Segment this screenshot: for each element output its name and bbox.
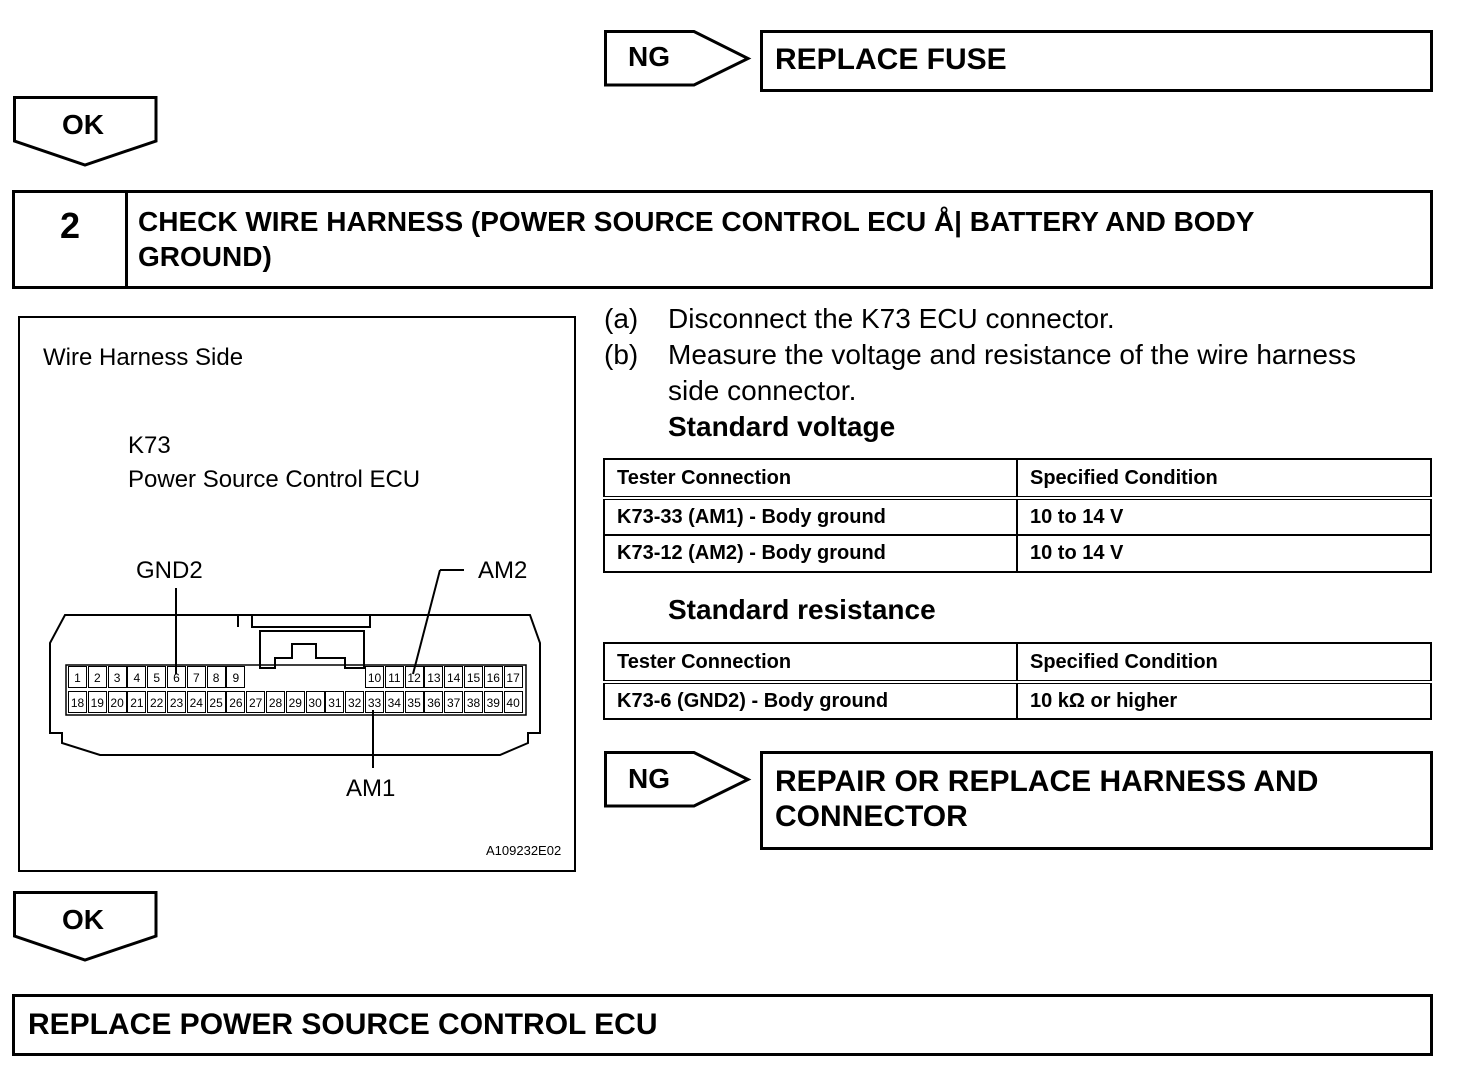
resistance-table: Tester Connection Specified Condition K7… — [603, 642, 1432, 720]
step-b-marker: (b) — [604, 339, 639, 370]
am1-label: AM1 — [346, 775, 396, 802]
step-header: 2 CHECK WIRE HARNESS (POWER SOURCE CONTR… — [12, 190, 1433, 289]
resistance-col-condition: Specified Condition — [1016, 642, 1432, 684]
diagram-code: A109232E02 — [486, 843, 562, 858]
pin-21: 21 — [127, 691, 147, 713]
pin-26: 26 — [226, 691, 246, 713]
resistance-row1-condition: 10 kΩ or higher — [1016, 681, 1432, 720]
step-a-marker: (a) — [604, 303, 639, 334]
repair-harness-box: REPAIR OR REPLACE HARNESS AND CONNECTOR — [760, 751, 1433, 850]
pin-33: 33 — [365, 691, 384, 713]
pin-39: 39 — [483, 691, 503, 713]
step-number: 2 — [59, 205, 81, 246]
pin-32: 32 — [345, 691, 365, 713]
pin-29: 29 — [285, 691, 305, 713]
pin-14: 14 — [444, 666, 464, 688]
pin-37: 37 — [444, 691, 464, 713]
standard-voltage-heading: Standard voltage — [668, 411, 896, 442]
am2-label: AM2 — [478, 557, 528, 584]
pin-20: 20 — [107, 691, 127, 713]
pin-23: 23 — [167, 691, 186, 713]
ng-arrow-top — [604, 30, 752, 87]
connector-diagram: Wire Harness Side K73 Power Source Contr… — [18, 316, 576, 872]
ok-arrow-2 — [13, 891, 158, 962]
pin-7: 7 — [186, 666, 206, 688]
step-title-line2: GROUND) — [138, 241, 272, 272]
resistance-row1-connection: K73-6 (GND2) - Body ground — [603, 681, 1018, 720]
voltage-table-header: Tester Connection Specified Condition — [603, 458, 1432, 500]
pin-8: 8 — [206, 666, 226, 688]
pin-13: 13 — [424, 666, 444, 688]
table-row: K73-12 (AM2) - Body ground 10 to 14 V — [603, 534, 1432, 573]
step-b-text-line2: side connector. — [668, 375, 857, 406]
ok-arrow-1 — [13, 96, 158, 167]
voltage-col-connection: Tester Connection — [603, 458, 1018, 500]
pin-16: 16 — [483, 666, 503, 688]
pin-25: 25 — [206, 691, 226, 713]
replace-fuse-text: REPLACE FUSE — [775, 43, 1007, 76]
pin-22: 22 — [147, 691, 167, 713]
step-divider — [125, 193, 128, 286]
resistance-table-header: Tester Connection Specified Condition — [603, 642, 1432, 684]
pin-17: 17 — [503, 666, 523, 688]
voltage-row1-condition: 10 to 14 V — [1016, 497, 1432, 536]
pin-40: 40 — [503, 691, 523, 713]
pin-15: 15 — [464, 666, 483, 688]
pin-31: 31 — [325, 691, 345, 713]
wire-harness-side-label: Wire Harness Side — [43, 344, 244, 371]
pin-10: 10 — [365, 666, 384, 688]
pin-4: 4 — [127, 666, 147, 688]
connector-outline — [49, 569, 541, 768]
pin-1: 1 — [68, 666, 87, 688]
pin-24: 24 — [186, 691, 206, 713]
resistance-col-connection: Tester Connection — [603, 642, 1018, 684]
replace-ecu-box: REPLACE POWER SOURCE CONTROL ECU — [12, 994, 1433, 1056]
ok-label-1: OK — [62, 109, 104, 140]
pin-5: 5 — [147, 666, 167, 688]
step-a-text: Disconnect the K73 ECU connector. — [668, 303, 1115, 334]
repair-harness-line2: CONNECTOR — [775, 800, 968, 833]
pin-9: 9 — [226, 666, 246, 688]
voltage-row2-connection: K73-12 (AM2) - Body ground — [603, 534, 1018, 573]
repair-harness-line1: REPAIR OR REPLACE HARNESS AND — [775, 765, 1319, 798]
pin-11: 11 — [384, 666, 404, 688]
pin-18: 18 — [68, 691, 87, 713]
voltage-table: Tester Connection Specified Condition K7… — [603, 458, 1432, 573]
replace-ecu-text: REPLACE POWER SOURCE CONTROL ECU — [28, 1008, 658, 1041]
voltage-row1-connection: K73-33 (AM1) - Body ground — [603, 497, 1018, 536]
connector-name: Power Source Control ECU — [128, 466, 421, 493]
pin-38: 38 — [464, 691, 483, 713]
pin-19: 19 — [87, 691, 107, 713]
pin-27: 27 — [246, 691, 266, 713]
step-b-text-line1: Measure the voltage and resistance of th… — [668, 339, 1356, 370]
table-row: K73-6 (GND2) - Body ground 10 kΩ or high… — [603, 681, 1432, 720]
connector-id: K73 — [128, 432, 171, 459]
pin-36: 36 — [424, 691, 444, 713]
gnd2-label: GND2 — [136, 557, 203, 584]
pin-35: 35 — [404, 691, 424, 713]
step-title-line1: CHECK WIRE HARNESS (POWER SOURCE CONTROL… — [138, 206, 1255, 237]
pin-3: 3 — [107, 666, 127, 688]
voltage-col-condition: Specified Condition — [1016, 458, 1432, 500]
replace-fuse-box: REPLACE FUSE — [760, 30, 1433, 92]
pin-6: 6 — [167, 666, 186, 688]
pin-34: 34 — [384, 691, 404, 713]
ng-label-mid: NG — [628, 763, 670, 794]
table-row: K73-33 (AM1) - Body ground 10 to 14 V — [603, 497, 1432, 536]
ng-arrow-mid — [604, 751, 752, 808]
pin-12: 12 — [404, 666, 424, 688]
pin-28: 28 — [266, 691, 285, 713]
pin-2: 2 — [87, 666, 107, 688]
voltage-row2-condition: 10 to 14 V — [1016, 534, 1432, 573]
pin-30: 30 — [305, 691, 325, 713]
ok-label-2: OK — [62, 904, 104, 935]
standard-resistance-heading: Standard resistance — [668, 594, 936, 625]
ng-label-top: NG — [628, 41, 670, 72]
